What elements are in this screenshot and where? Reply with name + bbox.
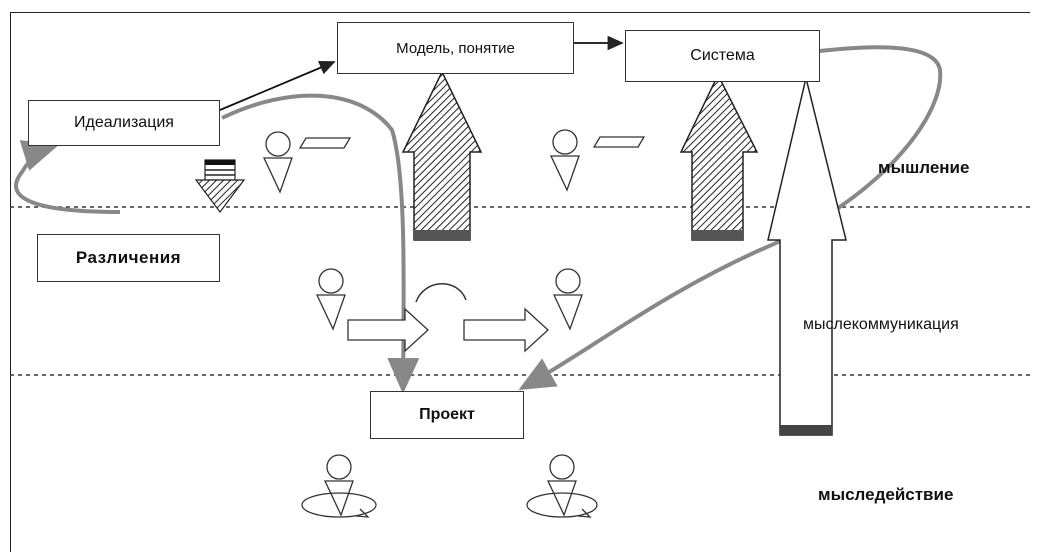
curve-idealization-to-project [221,93,420,394]
communication-arrow-1 [347,307,429,353]
box-distinctions: Различения [37,234,220,282]
curve-distinctions-to-idealization [14,140,121,214]
big-arrow-base-system [692,230,743,240]
person-icon-2 [549,129,646,192]
person-icon-1 [262,131,352,194]
person-icon-3 [315,268,346,331]
layer-label-thinking: мышление [878,158,970,177]
person-icon-5 [301,454,377,518]
tall-arrow-base [780,425,832,435]
diagram-frame [10,12,1030,552]
box-system: Система [625,30,820,82]
communication-arrow-2 [463,307,549,353]
person-icon-4 [552,268,583,331]
box-project: Проект [370,391,524,439]
big-arrow-up-to-model [401,70,483,241]
box-project-label: Проект [419,406,475,423]
box-idealization: Идеализация [28,100,220,146]
big-arrow-up-to-system [679,73,759,241]
curve-system-to-project [518,45,943,390]
box-distinctions-label: Различения [75,248,182,267]
tall-arrow-up-to-system [767,77,847,436]
communication-arc [415,283,467,303]
box-model: Модель, понятие [337,22,574,74]
small-down-arrow [194,159,246,213]
box-system-label: Система [690,47,755,64]
layer-label-action: мыследействие [818,485,954,504]
box-model-label: Модель, понятие [396,39,515,57]
arrow-idealization-to-model [219,60,336,111]
box-idealization-label: Идеализация [74,114,174,131]
big-arrow-base-model [414,230,470,240]
layer-label-communication: мыслекоммуникация [803,316,959,333]
person-icon-6 [526,454,598,518]
